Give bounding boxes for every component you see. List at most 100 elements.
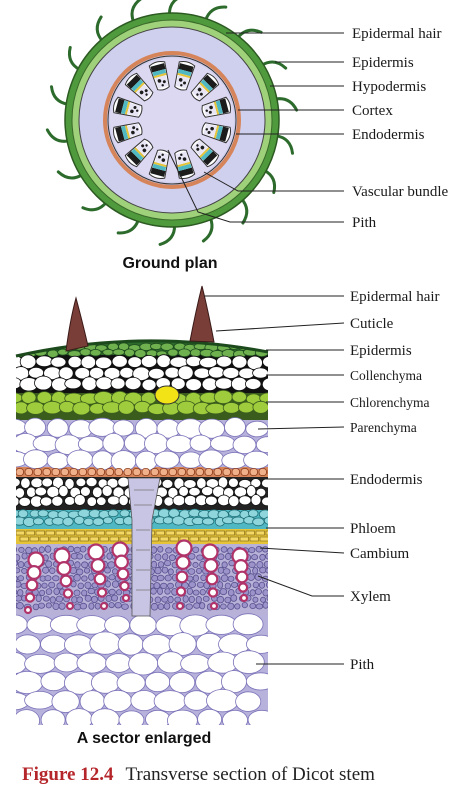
label-sector-parenchyma: Parenchyma xyxy=(350,420,417,435)
cell xyxy=(119,366,135,379)
cell xyxy=(252,567,259,575)
cell xyxy=(110,377,126,390)
bundle-pericycle xyxy=(150,63,166,73)
cell xyxy=(107,561,116,569)
bundle-phloem xyxy=(215,100,223,115)
cell xyxy=(145,709,171,725)
cell xyxy=(196,554,204,561)
cell xyxy=(16,595,23,602)
cambium-cell xyxy=(205,530,215,536)
cell xyxy=(21,567,28,574)
cell xyxy=(17,589,24,597)
cell xyxy=(193,602,201,609)
cell xyxy=(135,450,158,471)
label-sector-phloem: Phloem xyxy=(350,521,396,537)
cell xyxy=(167,595,174,604)
cell xyxy=(92,517,105,526)
endodermis-ring-inner xyxy=(107,55,237,185)
cell xyxy=(81,589,88,597)
cell xyxy=(108,574,116,581)
vascular-bundle xyxy=(124,138,154,168)
label-cortex: Cortex xyxy=(352,103,393,119)
endodermis-cell xyxy=(213,468,222,476)
cambium-cell xyxy=(265,530,268,536)
epidermal-hair xyxy=(239,197,249,225)
cell xyxy=(220,574,229,582)
cell xyxy=(154,596,162,604)
cell xyxy=(101,485,113,497)
cell xyxy=(34,486,48,497)
cell xyxy=(66,449,94,470)
cell xyxy=(150,602,159,611)
cell xyxy=(266,594,268,602)
cambium-cell xyxy=(229,536,239,542)
vascular-bundle xyxy=(124,72,154,102)
cell xyxy=(231,391,248,403)
cambium-cell xyxy=(255,530,265,536)
bundle-cambium xyxy=(177,161,191,168)
cell xyxy=(167,348,179,357)
cell xyxy=(87,587,96,595)
cell xyxy=(156,587,163,595)
bundle-cambium xyxy=(213,101,220,115)
cell xyxy=(156,574,165,582)
cell xyxy=(20,477,31,489)
bundle-vessel xyxy=(161,84,164,87)
cell xyxy=(39,496,53,507)
bundle-phloem xyxy=(131,79,144,92)
cell xyxy=(18,546,25,553)
cell xyxy=(114,602,122,609)
endodermis-cell xyxy=(150,468,159,476)
medullary-ray-cells xyxy=(134,489,154,591)
xylem-vessel xyxy=(175,601,185,611)
cell xyxy=(38,546,45,553)
label-pith: Pith xyxy=(352,215,377,231)
endodermis-cell xyxy=(231,468,240,476)
cell xyxy=(245,672,268,691)
cell xyxy=(232,435,257,454)
cell xyxy=(243,450,268,470)
cambium-cell xyxy=(25,530,35,536)
cell xyxy=(235,691,262,712)
cell xyxy=(177,365,194,381)
xylem-vessel xyxy=(201,543,219,561)
cell xyxy=(117,633,144,656)
xylem-vessel xyxy=(205,572,219,586)
cell xyxy=(102,348,114,356)
cell xyxy=(118,494,129,507)
cell xyxy=(150,587,157,595)
cell xyxy=(16,343,20,351)
cell xyxy=(16,602,24,610)
cell xyxy=(241,601,248,609)
cambium-cell xyxy=(155,530,165,536)
bundle-pericycle xyxy=(203,151,218,166)
cell xyxy=(30,342,43,351)
cell xyxy=(80,355,97,370)
bundle-cambium xyxy=(124,101,131,115)
cell xyxy=(83,567,91,574)
cell xyxy=(84,594,92,602)
cell xyxy=(16,567,21,574)
cell xyxy=(192,574,199,582)
endodermis-cell xyxy=(87,468,96,476)
endodermis-cell xyxy=(195,468,204,476)
cell xyxy=(263,561,268,568)
cambium-cell xyxy=(259,536,268,542)
cell xyxy=(261,496,268,507)
cell xyxy=(112,419,135,437)
endodermis-cell xyxy=(186,468,195,476)
cell xyxy=(183,479,197,489)
cell xyxy=(105,653,132,673)
cell xyxy=(30,477,44,489)
cell xyxy=(177,348,191,358)
cell xyxy=(51,516,65,526)
cell xyxy=(75,477,87,488)
cell xyxy=(26,401,45,415)
cell xyxy=(154,553,162,561)
endodermis-cell xyxy=(60,468,69,476)
cell xyxy=(124,433,147,453)
cell xyxy=(73,515,85,525)
cell xyxy=(250,494,262,506)
cell xyxy=(224,596,232,604)
